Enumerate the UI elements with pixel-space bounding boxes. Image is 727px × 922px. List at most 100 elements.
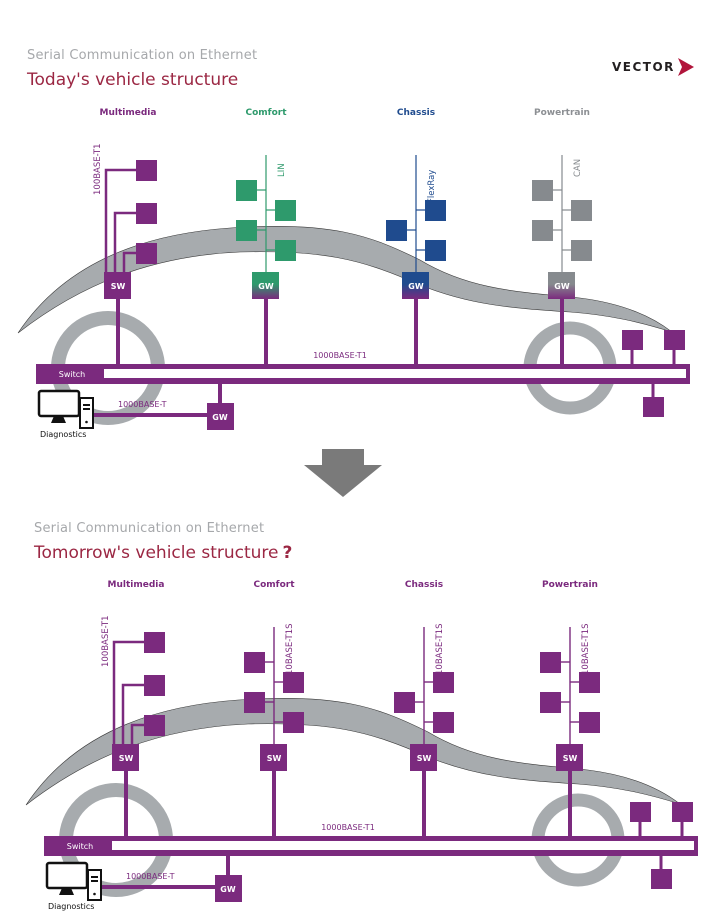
ecu-box (664, 330, 685, 350)
ecu-box (236, 180, 257, 201)
ecu-box (283, 712, 304, 733)
ecu-box (425, 200, 446, 221)
transition-down-arrow-icon (304, 449, 382, 497)
ecu-box (571, 200, 592, 221)
ecu-box (283, 672, 304, 693)
node-label: SW (111, 282, 126, 291)
node-label: GW (554, 282, 570, 291)
tomorrow-title: Tomorrow's vehicle structure? (34, 543, 292, 563)
tower-icon (87, 869, 102, 901)
diagnostics-gateway (215, 875, 242, 902)
p2p-link (104, 168, 136, 272)
backbone-label: 1000BASE-T1 (313, 351, 367, 360)
bus-label: FlexRay (427, 170, 437, 203)
monitor-stand-icon (51, 416, 66, 423)
ecu-box (244, 692, 265, 713)
today-subtitle: Serial Communication on Ethernet (27, 48, 258, 63)
bus-label: LIN (277, 163, 287, 177)
ecu-box (433, 672, 454, 693)
p2p-link (130, 723, 144, 744)
domain-label-powertrain: Powertrain (534, 108, 590, 118)
tomorrow-diagram-group: Multimedia100BASE-T1SWComfort10BASE-T1SS… (25, 580, 698, 911)
tower-led (85, 420, 88, 424)
backbone-label: 1000BASE-T1 (321, 823, 375, 832)
bus-label: 10BASE-T1S (581, 623, 591, 675)
ecu-box (244, 652, 265, 673)
backbone-inner (104, 369, 686, 378)
switch-label: Switch (59, 370, 85, 379)
ecu-box (144, 632, 165, 653)
domain-label-multimedia: Multimedia (108, 580, 165, 590)
node-label: GW (258, 282, 274, 291)
ecu-box (532, 220, 553, 241)
ecu-box (433, 712, 454, 733)
domain-label-multimedia: Multimedia (100, 108, 157, 118)
today-diagram-group: Multimedia100BASE-T1SWComfortLINGWChassi… (17, 108, 690, 439)
ecu-box (275, 240, 296, 261)
tomorrow-title-suffix: ? (282, 543, 293, 563)
domain-gateway (548, 272, 575, 299)
tower-slot (91, 880, 98, 882)
domain-switch (104, 272, 131, 299)
ecu-box (144, 675, 165, 696)
p2p-link (121, 683, 144, 744)
ecu-box (672, 802, 693, 822)
diagnostics-computer-icon (37, 389, 94, 429)
domain-switch (112, 744, 139, 771)
domain-label-chassis: Chassis (405, 580, 443, 590)
ecu-box (136, 243, 157, 264)
tomorrow-subtitle: Serial Communication on Ethernet (34, 521, 265, 536)
ecu-box (136, 160, 157, 181)
p2p-link (122, 251, 136, 272)
gateway-label: GW (212, 413, 228, 422)
diagnostics-gateway (207, 403, 234, 430)
domain-switch (556, 744, 583, 771)
tower-slot (83, 408, 90, 410)
monitor-icon (45, 861, 89, 890)
tomorrow-title-text: Tomorrow's vehicle structure (34, 543, 279, 563)
ecu-box (540, 692, 561, 713)
ecu-box (394, 692, 415, 713)
vector-chevron-icon (677, 58, 694, 76)
ecu-box (622, 330, 643, 350)
domain-switch (260, 744, 287, 771)
today-title: Today's vehicle structure (27, 70, 242, 90)
ecu-box (236, 220, 257, 241)
bus-label: 100BASE-T1 (93, 143, 103, 195)
monitor-stand-icon (59, 888, 74, 895)
vector-logo: VECTOR (612, 58, 694, 76)
tower-icon (79, 397, 94, 429)
ecu-box (275, 200, 296, 221)
node-label: SW (267, 754, 282, 763)
vector-logo-text: VECTOR (612, 60, 675, 74)
switch-label: Switch (67, 842, 93, 851)
ecu-box (651, 869, 672, 889)
ecu-box (532, 180, 553, 201)
ecu-box (540, 652, 561, 673)
domain-gateway (252, 272, 279, 299)
ecu-box (136, 203, 157, 224)
domain-gateway (402, 272, 429, 299)
gateway-label: GW (220, 885, 236, 894)
bus-label: CAN (573, 159, 583, 177)
ecu-box (643, 397, 664, 417)
ecu-box (579, 712, 600, 733)
ecu-box (386, 220, 407, 241)
diagnostics-label: Diagnostics (48, 902, 94, 911)
ecu-box (571, 240, 592, 261)
p2p-link (113, 211, 136, 272)
diagnostics-computer-icon (45, 861, 102, 901)
domain-label-comfort: Comfort (253, 580, 295, 590)
ecu-box (144, 715, 165, 736)
tower-slot (91, 876, 98, 878)
ecu-box (579, 672, 600, 693)
domain-switch (410, 744, 437, 771)
domain-label-comfort: Comfort (245, 108, 287, 118)
node-label: SW (417, 754, 432, 763)
diagnostics-label: Diagnostics (40, 430, 86, 439)
diagnostics-link-label: 1000BASE-T (118, 400, 167, 409)
domain-label-powertrain: Powertrain (542, 580, 598, 590)
tomorrow-network-diagram: Multimedia100BASE-T1SWComfort10BASE-T1SS… (25, 580, 698, 911)
bus-label: 10BASE-T1S (435, 623, 445, 675)
ecu-box (425, 240, 446, 261)
